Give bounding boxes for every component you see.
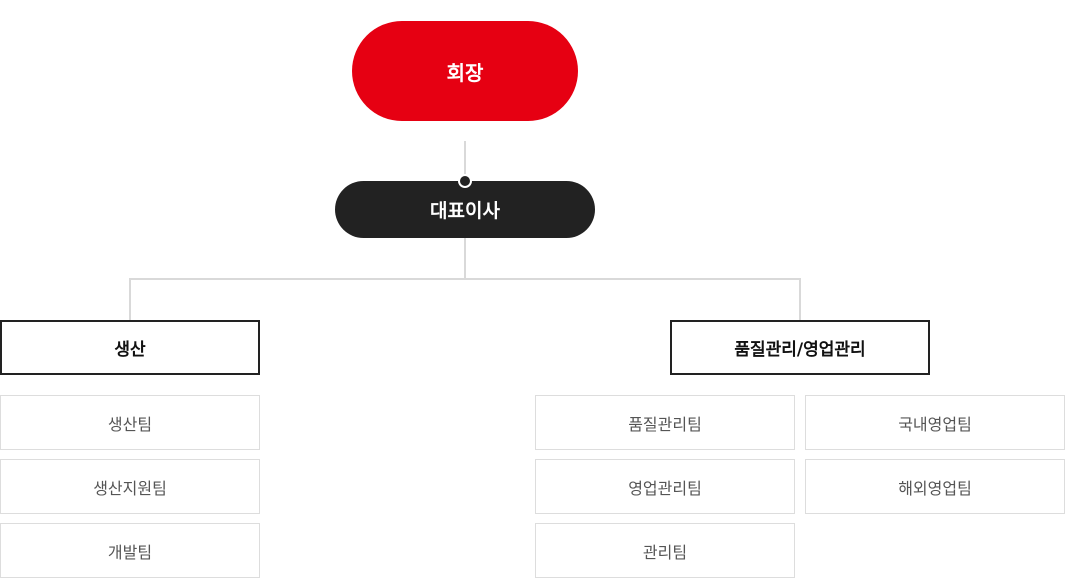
team-label: 개발팀 — [107, 542, 153, 562]
team-box: 관리팀 — [535, 523, 795, 578]
team-box: 영업관리팀 — [535, 459, 795, 514]
team-box: 생산팀 — [0, 395, 260, 450]
connector-line — [799, 278, 801, 320]
connector-dot — [458, 174, 472, 188]
dept-production: 생산 — [0, 320, 260, 375]
chairman-label: 회장 — [446, 60, 484, 85]
connector-line — [464, 238, 466, 279]
team-label: 국내영업팀 — [898, 414, 972, 434]
connector-line — [129, 278, 801, 280]
dept-quality-sales: 품질관리/영업관리 — [670, 320, 930, 375]
team-box: 국내영업팀 — [805, 395, 1065, 450]
team-label: 영업관리팀 — [628, 478, 702, 498]
connector-line — [129, 278, 131, 320]
connector-line — [464, 141, 466, 181]
team-label: 해외영업팀 — [898, 478, 972, 498]
team-label: 품질관리팀 — [628, 414, 702, 434]
team-box: 생산지원팀 — [0, 459, 260, 514]
dept-label: 품질관리/영업관리 — [734, 340, 866, 360]
chairman-node: 회장 — [352, 21, 578, 121]
president-node: 대표이사 — [335, 181, 595, 238]
team-label: 생산지원팀 — [93, 478, 167, 498]
team-box: 품질관리팀 — [535, 395, 795, 450]
dept-label: 생산 — [114, 340, 146, 360]
team-box: 해외영업팀 — [805, 459, 1065, 514]
president-label: 대표이사 — [430, 200, 500, 222]
team-label: 관리팀 — [642, 542, 688, 562]
team-label: 생산팀 — [107, 414, 153, 434]
team-box: 개발팀 — [0, 523, 260, 578]
